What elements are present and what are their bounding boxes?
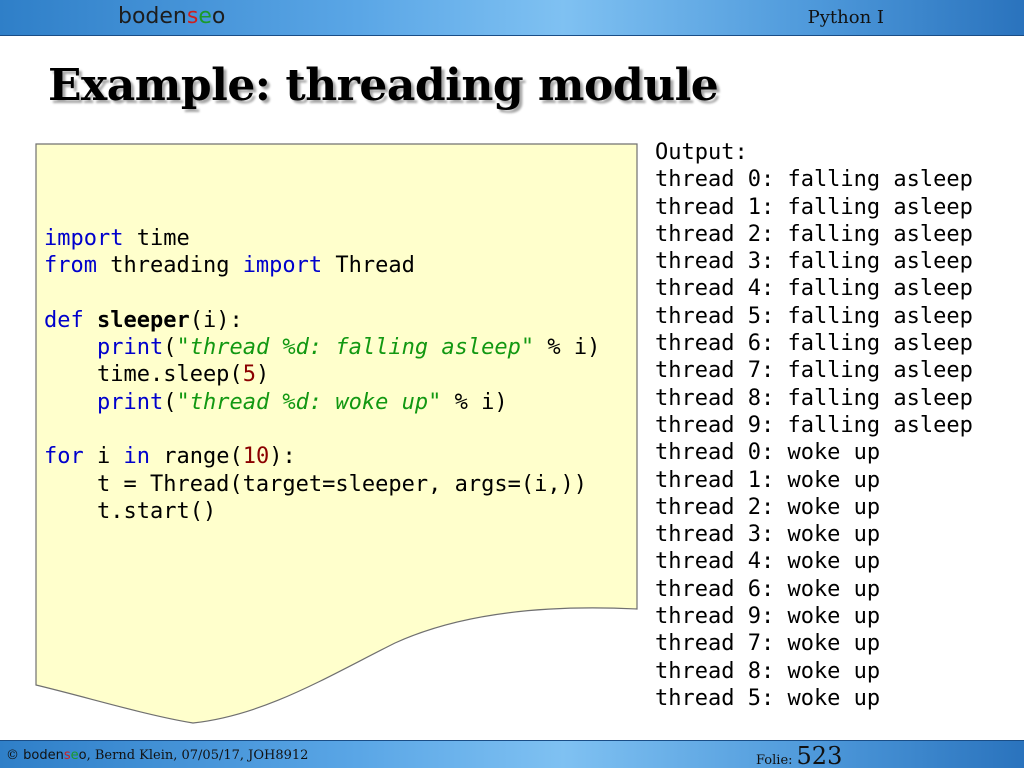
output-line: thread 9: woke up xyxy=(655,604,881,630)
code-note-shape xyxy=(35,143,638,724)
code-token: time.sleep( xyxy=(44,362,243,388)
code-token: 10 xyxy=(242,444,270,470)
code-line: t = Thread(target=sleeper, args=(i,)) xyxy=(44,471,600,498)
bodenseo-logo: bodenseo xyxy=(118,4,225,30)
output-line: thread 3: woke up xyxy=(655,522,881,548)
logo-part: boden xyxy=(118,4,187,29)
code-line: t.start() xyxy=(44,498,600,525)
output-line: thread 7: falling asleep xyxy=(655,358,973,384)
logo-part: s xyxy=(63,748,71,763)
footer-logo: bodenseo xyxy=(23,748,86,763)
code-token: print xyxy=(96,335,164,361)
code-line: def sleeper(i): xyxy=(44,307,600,334)
code-token: in xyxy=(123,444,151,470)
course-title: Python I xyxy=(807,7,884,28)
output-line: thread 4: falling asleep xyxy=(655,276,973,302)
code-token: "thread %d: woke up" xyxy=(176,389,442,415)
output-line: thread 8: falling asleep xyxy=(655,385,973,411)
copyright-symbol: © xyxy=(6,748,19,763)
output-line: thread 4: woke up xyxy=(655,549,881,575)
code-token: ( xyxy=(163,335,177,361)
output-line: thread 8: woke up xyxy=(655,658,881,684)
output-line: thread 2: falling asleep xyxy=(655,221,973,247)
footer-credit: © bodenseo, Bernd Klein, 07/05/17, JOH89… xyxy=(6,748,308,764)
output-line: thread 2: woke up xyxy=(655,494,881,520)
code-token: threading xyxy=(96,253,243,279)
footer-bar: © bodenseo, Bernd Klein, 07/05/17, JOH89… xyxy=(0,740,1024,770)
code-token: t = Thread(target=sleeper, args=(i,)) xyxy=(44,471,588,497)
output-line: thread 7: woke up xyxy=(655,631,881,657)
code-token xyxy=(84,308,97,333)
output-line: thread 1: woke up xyxy=(655,467,881,493)
output-line: thread 5: falling asleep xyxy=(655,303,973,329)
code-token: ( xyxy=(163,389,177,415)
code-line: time.sleep(5) xyxy=(44,361,600,388)
code-line: from threading import Thread xyxy=(44,252,600,279)
code-token: ): xyxy=(269,444,296,470)
code-token: for xyxy=(44,444,84,470)
code-token: "thread %d: falling asleep" xyxy=(176,335,535,361)
code-token: % i) xyxy=(534,335,601,361)
code-line: print("thread %d: woke up" % i) xyxy=(44,389,600,416)
code-line xyxy=(44,280,600,307)
code-token: print xyxy=(96,389,164,415)
code-token: ) xyxy=(255,362,270,388)
output-line: thread 3: falling asleep xyxy=(655,249,973,275)
output-line: thread 0: falling asleep xyxy=(655,167,973,193)
output-heading: Output: xyxy=(655,140,748,165)
logo-part: e xyxy=(70,748,79,763)
output-line: thread 0: woke up xyxy=(655,440,881,466)
code-token: (i): xyxy=(189,307,243,333)
code-token: Thread xyxy=(322,253,415,279)
output-line: thread 6: woke up xyxy=(655,576,881,602)
output-line: thread 5: woke up xyxy=(655,685,881,711)
code-token: t.start() xyxy=(44,498,217,524)
logo-part: s xyxy=(186,4,199,29)
folie-label: Folie: xyxy=(756,753,793,768)
code-token: import xyxy=(44,226,124,251)
code-token: from xyxy=(44,253,97,279)
header-bar: bodenseo Python I xyxy=(0,0,1024,36)
code-token xyxy=(44,390,97,415)
code-line: print("thread %d: falling asleep" % i) xyxy=(44,334,600,361)
code-token: def xyxy=(44,307,84,333)
code-token: i xyxy=(83,444,124,470)
logo-part: o xyxy=(211,4,226,29)
output-line: thread 9: falling asleep xyxy=(655,412,973,438)
logo-part: boden xyxy=(23,748,64,763)
folie-number: 523 xyxy=(796,742,843,770)
author-date: , Bernd Klein, 07/05/17, JOH8912 xyxy=(86,748,309,763)
code-token: % i) xyxy=(441,389,508,415)
code-line: import time xyxy=(44,225,600,252)
code-token: 5 xyxy=(242,362,256,388)
code-line: for i in range(10): xyxy=(44,443,600,470)
slide-title: Example: threading module xyxy=(48,60,719,111)
code-token: range( xyxy=(150,444,243,470)
code-token: time xyxy=(123,226,190,251)
code-token: import xyxy=(242,253,323,279)
output-line: thread 1: falling asleep xyxy=(655,194,973,220)
code-line xyxy=(44,416,600,443)
output-line: thread 6: falling asleep xyxy=(655,331,973,357)
logo-part: o xyxy=(78,748,87,763)
code-token xyxy=(44,335,97,360)
code-token: sleeper xyxy=(97,307,190,333)
slide-number: Folie:523 xyxy=(756,742,842,770)
logo-part: e xyxy=(198,4,212,29)
